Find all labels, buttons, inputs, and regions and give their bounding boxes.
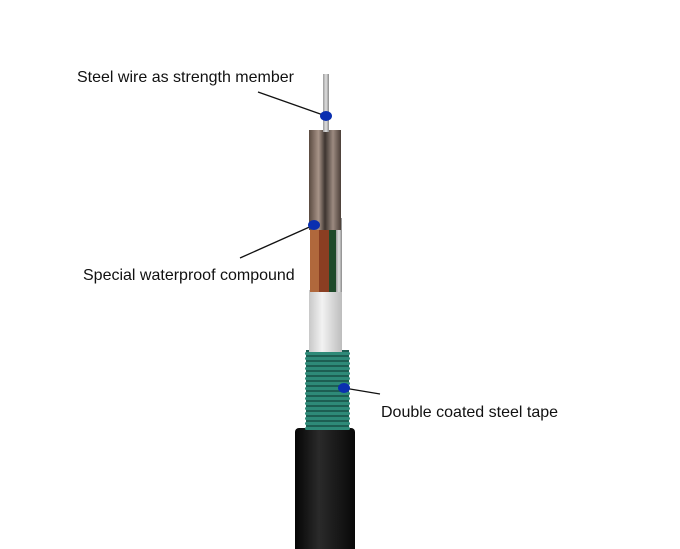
steel-tape-ridge bbox=[305, 422, 350, 425]
steel-wire bbox=[323, 74, 329, 132]
steel-tape-ridge bbox=[305, 397, 350, 400]
steel-tape-ridge bbox=[305, 372, 350, 375]
steel-tape-ridge bbox=[305, 412, 350, 415]
steel-tape-ridge bbox=[305, 377, 350, 380]
steel-tape-ridge bbox=[305, 407, 350, 410]
marker-dot-waterproof bbox=[308, 220, 320, 230]
steel-tape-ridge bbox=[305, 402, 350, 405]
steel-tape-ridge bbox=[305, 417, 350, 420]
steel-tape bbox=[305, 350, 350, 430]
loose-tube-green bbox=[329, 225, 336, 292]
fiber-bundle bbox=[309, 130, 341, 230]
steel-tape-ridge bbox=[305, 367, 350, 370]
marker-dot-tape bbox=[338, 383, 350, 393]
label-strength-member: Steel wire as strength member bbox=[77, 69, 294, 86]
marker-dot-strength bbox=[320, 111, 332, 121]
loose-tube-orange bbox=[310, 225, 319, 292]
steel-tape-ridge bbox=[305, 392, 350, 395]
leader-line-waterproof bbox=[239, 224, 315, 259]
label-steel-tape: Double coated steel tape bbox=[381, 404, 559, 421]
water-blocking-wrap bbox=[309, 290, 342, 352]
outer-jacket bbox=[295, 428, 355, 549]
steel-tape-ridge bbox=[305, 362, 350, 365]
steel-tape-ridge bbox=[305, 382, 350, 385]
steel-tape-ridge bbox=[305, 357, 350, 360]
steel-tape-ridge bbox=[305, 427, 350, 430]
leader-line-tape bbox=[343, 387, 381, 395]
label-waterproof-compound: Special waterproof compound bbox=[83, 267, 295, 284]
loose-tube-brown bbox=[319, 225, 329, 292]
leader-line-strength bbox=[257, 91, 327, 117]
filler-rod bbox=[336, 218, 342, 292]
steel-tape-ridge bbox=[305, 352, 350, 355]
